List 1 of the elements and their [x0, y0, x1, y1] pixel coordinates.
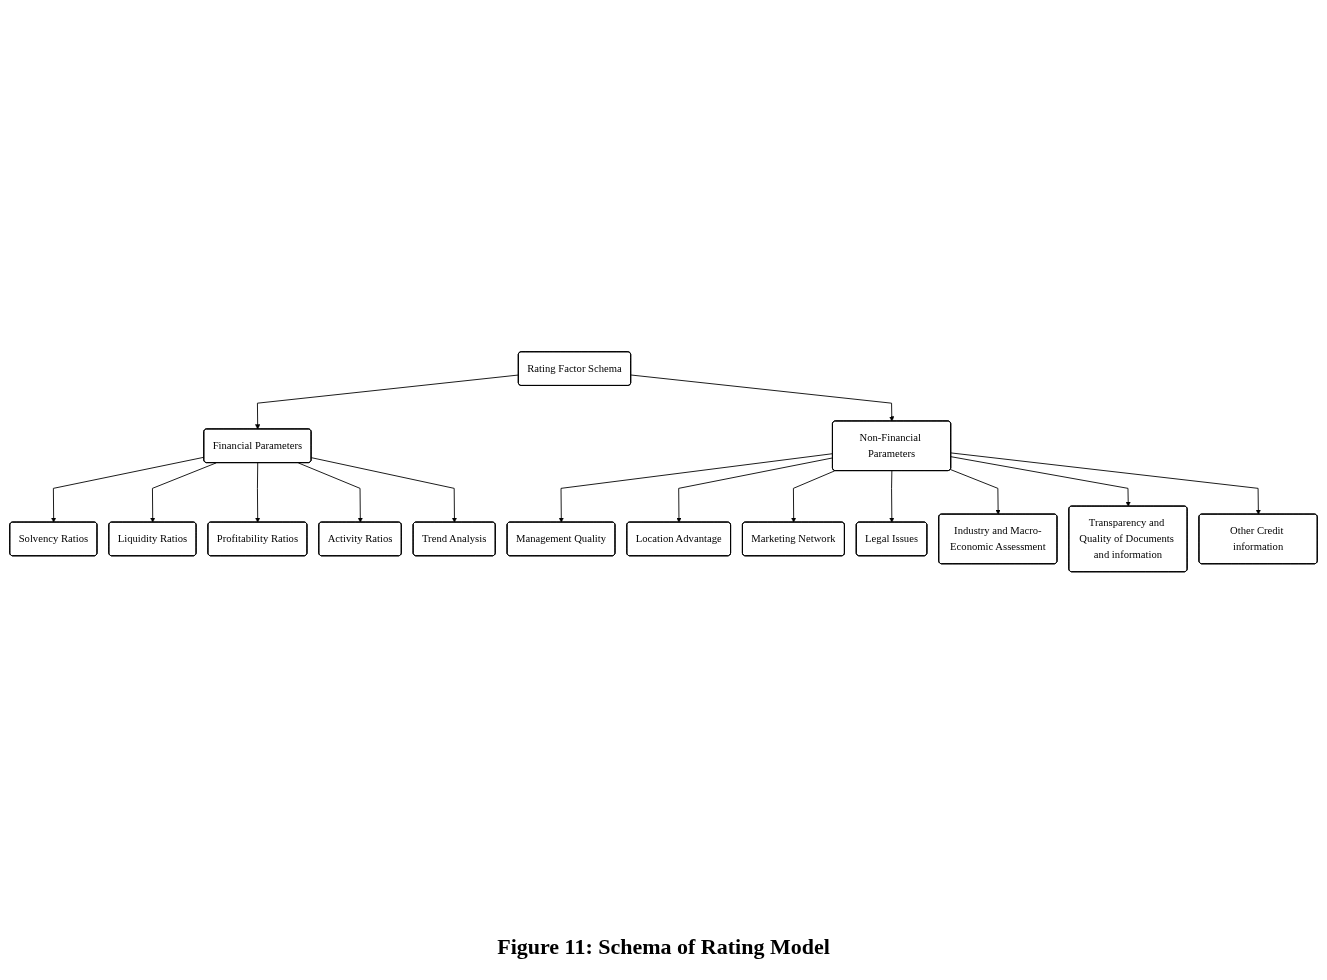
figure-caption: Figure 11: Schema of Rating Model — [497, 934, 830, 960]
